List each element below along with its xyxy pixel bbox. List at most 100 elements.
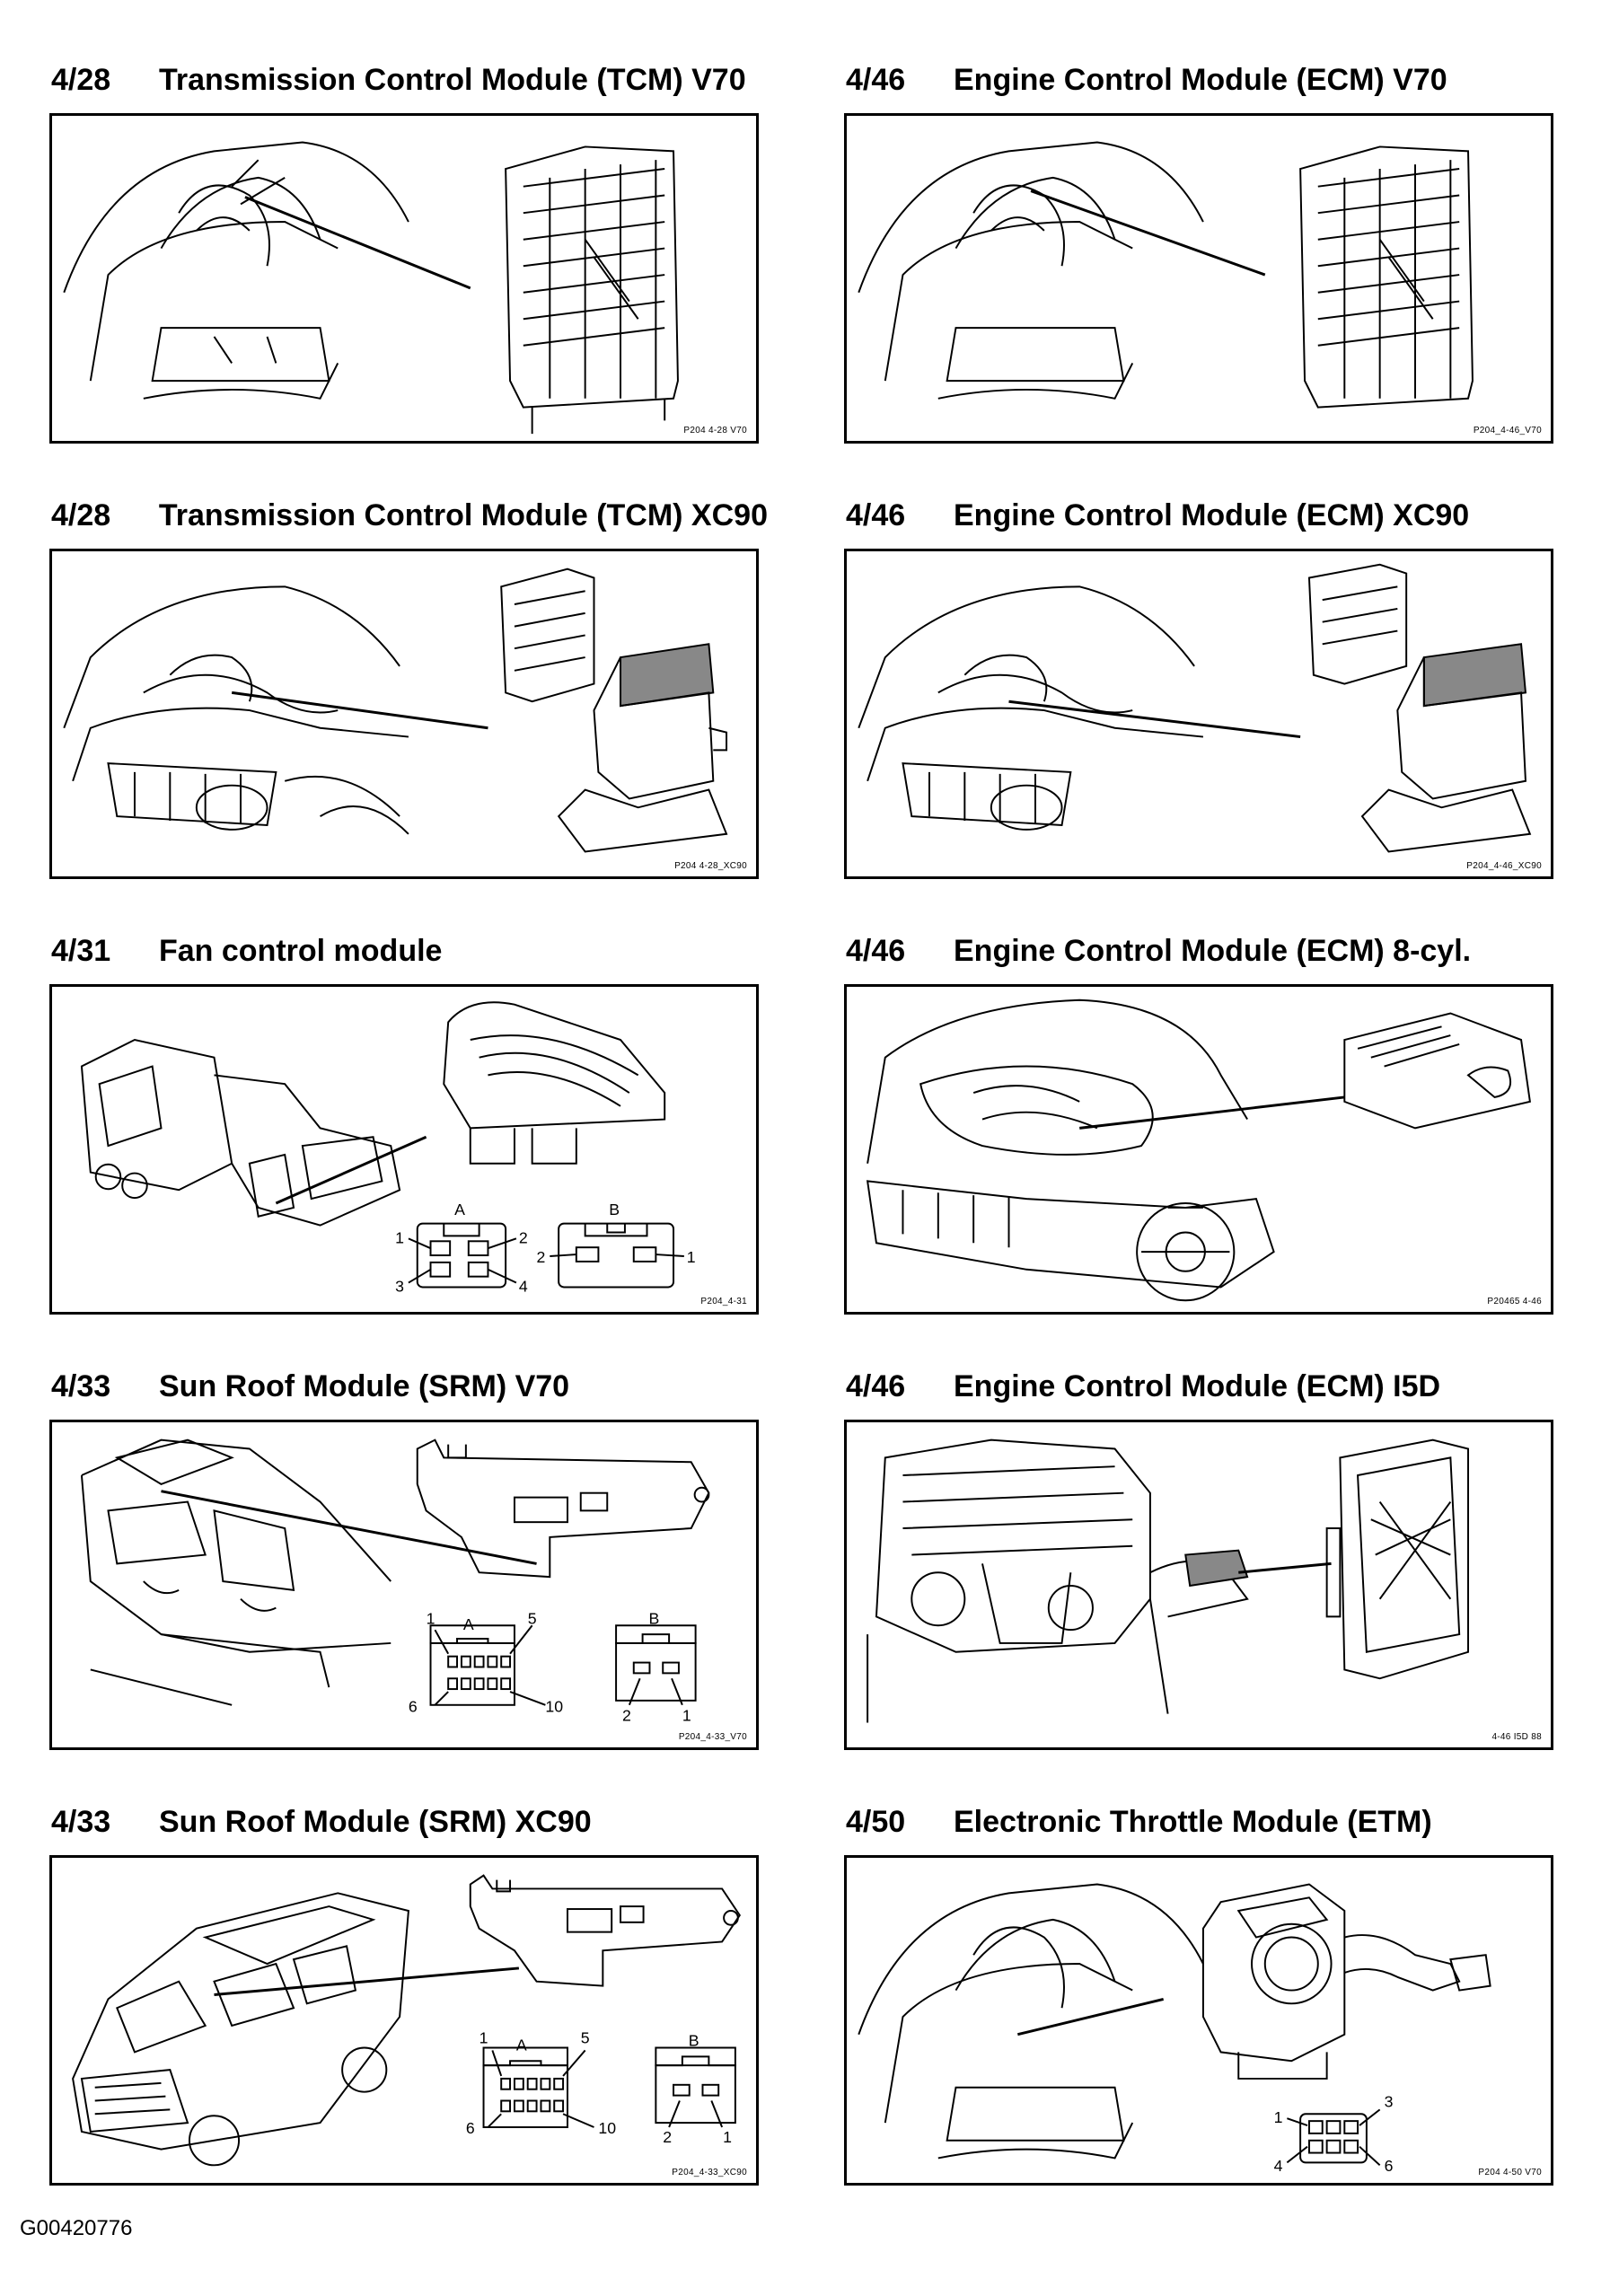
pin-label: 2 (663, 2128, 672, 2146)
connector-b-label: B (609, 1201, 620, 1218)
hvac-unit-and-connector-illustration (80, 1001, 684, 1289)
srm-xc90-connector-pin-labels: A 1 5 6 10 B 2 1 (466, 2029, 732, 2146)
panel-title: Electronic Throttle Module (ETM) (954, 1804, 1432, 1839)
panel-number: 4/46 (846, 497, 906, 532)
panel-number: 4/46 (846, 933, 906, 968)
pin-label: 2 (622, 1706, 631, 1724)
figure-reference: P204 4-28 V70 (683, 426, 747, 435)
panel-etm: 4/50 Electronic Throttle Module (ETM) 1 (844, 1796, 1562, 2186)
panel-fan-control-module: 4/31 Fan control module A 1 (49, 925, 768, 1315)
pin-label: 1 (1274, 2108, 1283, 2126)
panel-ecm-xc90: 4/46 Engine Control Module (ECM) XC90 P2… (844, 489, 1562, 879)
pin-label: 6 (466, 2119, 475, 2137)
illustration-frame: P204 4-28 V70 (49, 113, 759, 444)
panel-title: Engine Control Module (ECM) V70 (954, 62, 1447, 97)
connector-b-label: B (689, 2032, 699, 2050)
figure-code: G00420776 (20, 2216, 133, 2240)
panel-heading: 4/46 Engine Control Module (ECM) XC90 (844, 489, 1562, 541)
panel-heading: 4/46 Engine Control Module (ECM) I5D (844, 1360, 1562, 1412)
car-interior-sunroof-illustration (80, 1438, 710, 1706)
figure-reference: P204_4-31 (700, 1297, 747, 1306)
pin-label: 1 (395, 1228, 404, 1246)
connector-b-label: B (648, 1609, 659, 1627)
panel-heading: 4/50 Electronic Throttle Module (ETM) (844, 1796, 1562, 1848)
illustration-frame: A 1 2 3 4 B 2 1 P204_4-31 (49, 984, 759, 1315)
panel-ecm-v70: 4/46 Engine Control Module (ECM) V70 P20… (844, 54, 1562, 444)
pin-label: 5 (581, 2029, 590, 2047)
pin-label: 3 (395, 1277, 404, 1295)
panel-ecm-8cyl: 4/46 Engine Control Module (ECM) 8-cyl. … (844, 925, 1562, 1315)
panel-number: 4/50 (846, 1804, 906, 1839)
pin-label: 1 (723, 2128, 732, 2146)
panel-heading: 4/46 Engine Control Module (ECM) V70 (844, 54, 1562, 106)
figure-reference: P204_4-33_V70 (678, 1732, 747, 1742)
srm-connector-pin-labels: A 1 5 6 10 B 2 1 (409, 1609, 691, 1724)
panel-number: 4/33 (51, 1804, 111, 1839)
panel-heading: 4/33 Sun Roof Module (SRM) XC90 (49, 1796, 768, 1848)
pin-label: 10 (545, 1698, 563, 1716)
panel-heading: 4/31 Fan control module (49, 925, 768, 977)
pin-label: 5 (528, 1609, 537, 1627)
illustration-frame: P204 4-28_XC90 (49, 549, 759, 879)
figure-reference: 4-46 I5D 88 (1491, 1732, 1542, 1742)
panel-number: 4/46 (846, 1368, 906, 1403)
panel-title: Engine Control Module (ECM) I5D (954, 1368, 1441, 1403)
figure-reference: P204_4-33_XC90 (672, 2168, 747, 2177)
panel-number: 4/31 (51, 933, 111, 968)
diesel-engine-illustration (867, 1438, 1470, 1723)
panel-number: 4/28 (51, 497, 111, 532)
illustration-frame: A 1 5 6 10 B 2 1 P204_4-33_XC90 (49, 1855, 759, 2186)
pin-label: 1 (687, 1248, 696, 1266)
panel-number: 4/33 (51, 1368, 111, 1403)
panel-heading: 4/28 Transmission Control Module (TCM) V… (49, 54, 768, 106)
connector-a-label: A (463, 1615, 474, 1633)
panel-title: Fan control module (159, 933, 443, 968)
pin-label: 1 (682, 1706, 691, 1724)
panel-srm-xc90: 4/33 Sun Roof Module (SRM) XC90 (49, 1796, 768, 2186)
illustration-frame: 1 3 4 6 P204 4-50 V70 (844, 1855, 1553, 2186)
figure-reference: P204 4-50 V70 (1478, 2168, 1542, 2177)
figure-reference: P204 4-28_XC90 (674, 861, 747, 871)
illustration-frame: P204_4-46_XC90 (844, 549, 1553, 879)
pin-label: 6 (409, 1698, 418, 1716)
illustration-frame: 4-46 I5D 88 (844, 1420, 1553, 1750)
figure-reference: P20465 4-46 (1487, 1297, 1542, 1306)
pin-label: 4 (1274, 2157, 1283, 2175)
pin-label: 6 (1385, 2157, 1394, 2175)
fan-connector-pin-labels: A 1 2 3 4 B 2 1 (395, 1201, 696, 1296)
connector-a-label: A (516, 2036, 527, 2054)
pin-label: 3 (1385, 2092, 1394, 2110)
panel-srm-v70: 4/33 Sun Roof Module (SRM) V70 (49, 1360, 768, 1750)
pin-label: 1 (427, 1609, 435, 1627)
illustration-frame: A 1 5 6 10 B 2 1 P204_4-33_V70 (49, 1420, 759, 1750)
panel-number: 4/46 (846, 62, 906, 97)
panel-title: Sun Roof Module (SRM) XC90 (159, 1804, 592, 1839)
panel-heading: 4/33 Sun Roof Module (SRM) V70 (49, 1360, 768, 1412)
pin-label: 2 (537, 1248, 546, 1266)
panel-number: 4/28 (51, 62, 111, 97)
panel-title: Transmission Control Module (TCM) V70 (159, 62, 746, 97)
panel-title: Sun Roof Module (SRM) V70 (159, 1368, 570, 1403)
suv-engine-bay-illustration (858, 563, 1532, 853)
car-front-engine-bay-illustration (63, 141, 679, 435)
figure-reference: P204_4-46_XC90 (1466, 861, 1542, 871)
panel-title: Engine Control Module (ECM) 8-cyl. (954, 933, 1472, 968)
panel-title: Engine Control Module (ECM) XC90 (954, 497, 1470, 532)
connector-a-label: A (454, 1201, 465, 1218)
suv-v8-engine-bay-illustration (866, 998, 1531, 1302)
panel-heading: 4/46 Engine Control Module (ECM) 8-cyl. (844, 925, 1562, 977)
illustration-frame: P204_4-46_V70 (844, 113, 1553, 444)
car-front-engine-bay-illustration (858, 141, 1474, 409)
pin-label: 1 (479, 2029, 488, 2047)
etm-connector-pin-labels: 1 3 4 6 (1274, 2092, 1394, 2175)
suv-exterior-sunroof-illustration (72, 1874, 741, 2167)
panel-tcm-xc90: 4/28 Transmission Control Module (TCM) X… (49, 489, 768, 879)
panel-ecm-i5d: 4/46 Engine Control Module (ECM) I5D 4-4… (844, 1360, 1562, 1750)
suv-engine-bay-illustration (63, 567, 728, 853)
panel-heading: 4/28 Transmission Control Module (TCM) X… (49, 489, 768, 541)
pin-label: 2 (519, 1228, 528, 1246)
illustration-frame: P20465 4-46 (844, 984, 1553, 1315)
pin-label: 10 (598, 2119, 616, 2137)
pin-label: 4 (519, 1277, 528, 1295)
throttle-body-illustration (858, 1883, 1491, 2167)
